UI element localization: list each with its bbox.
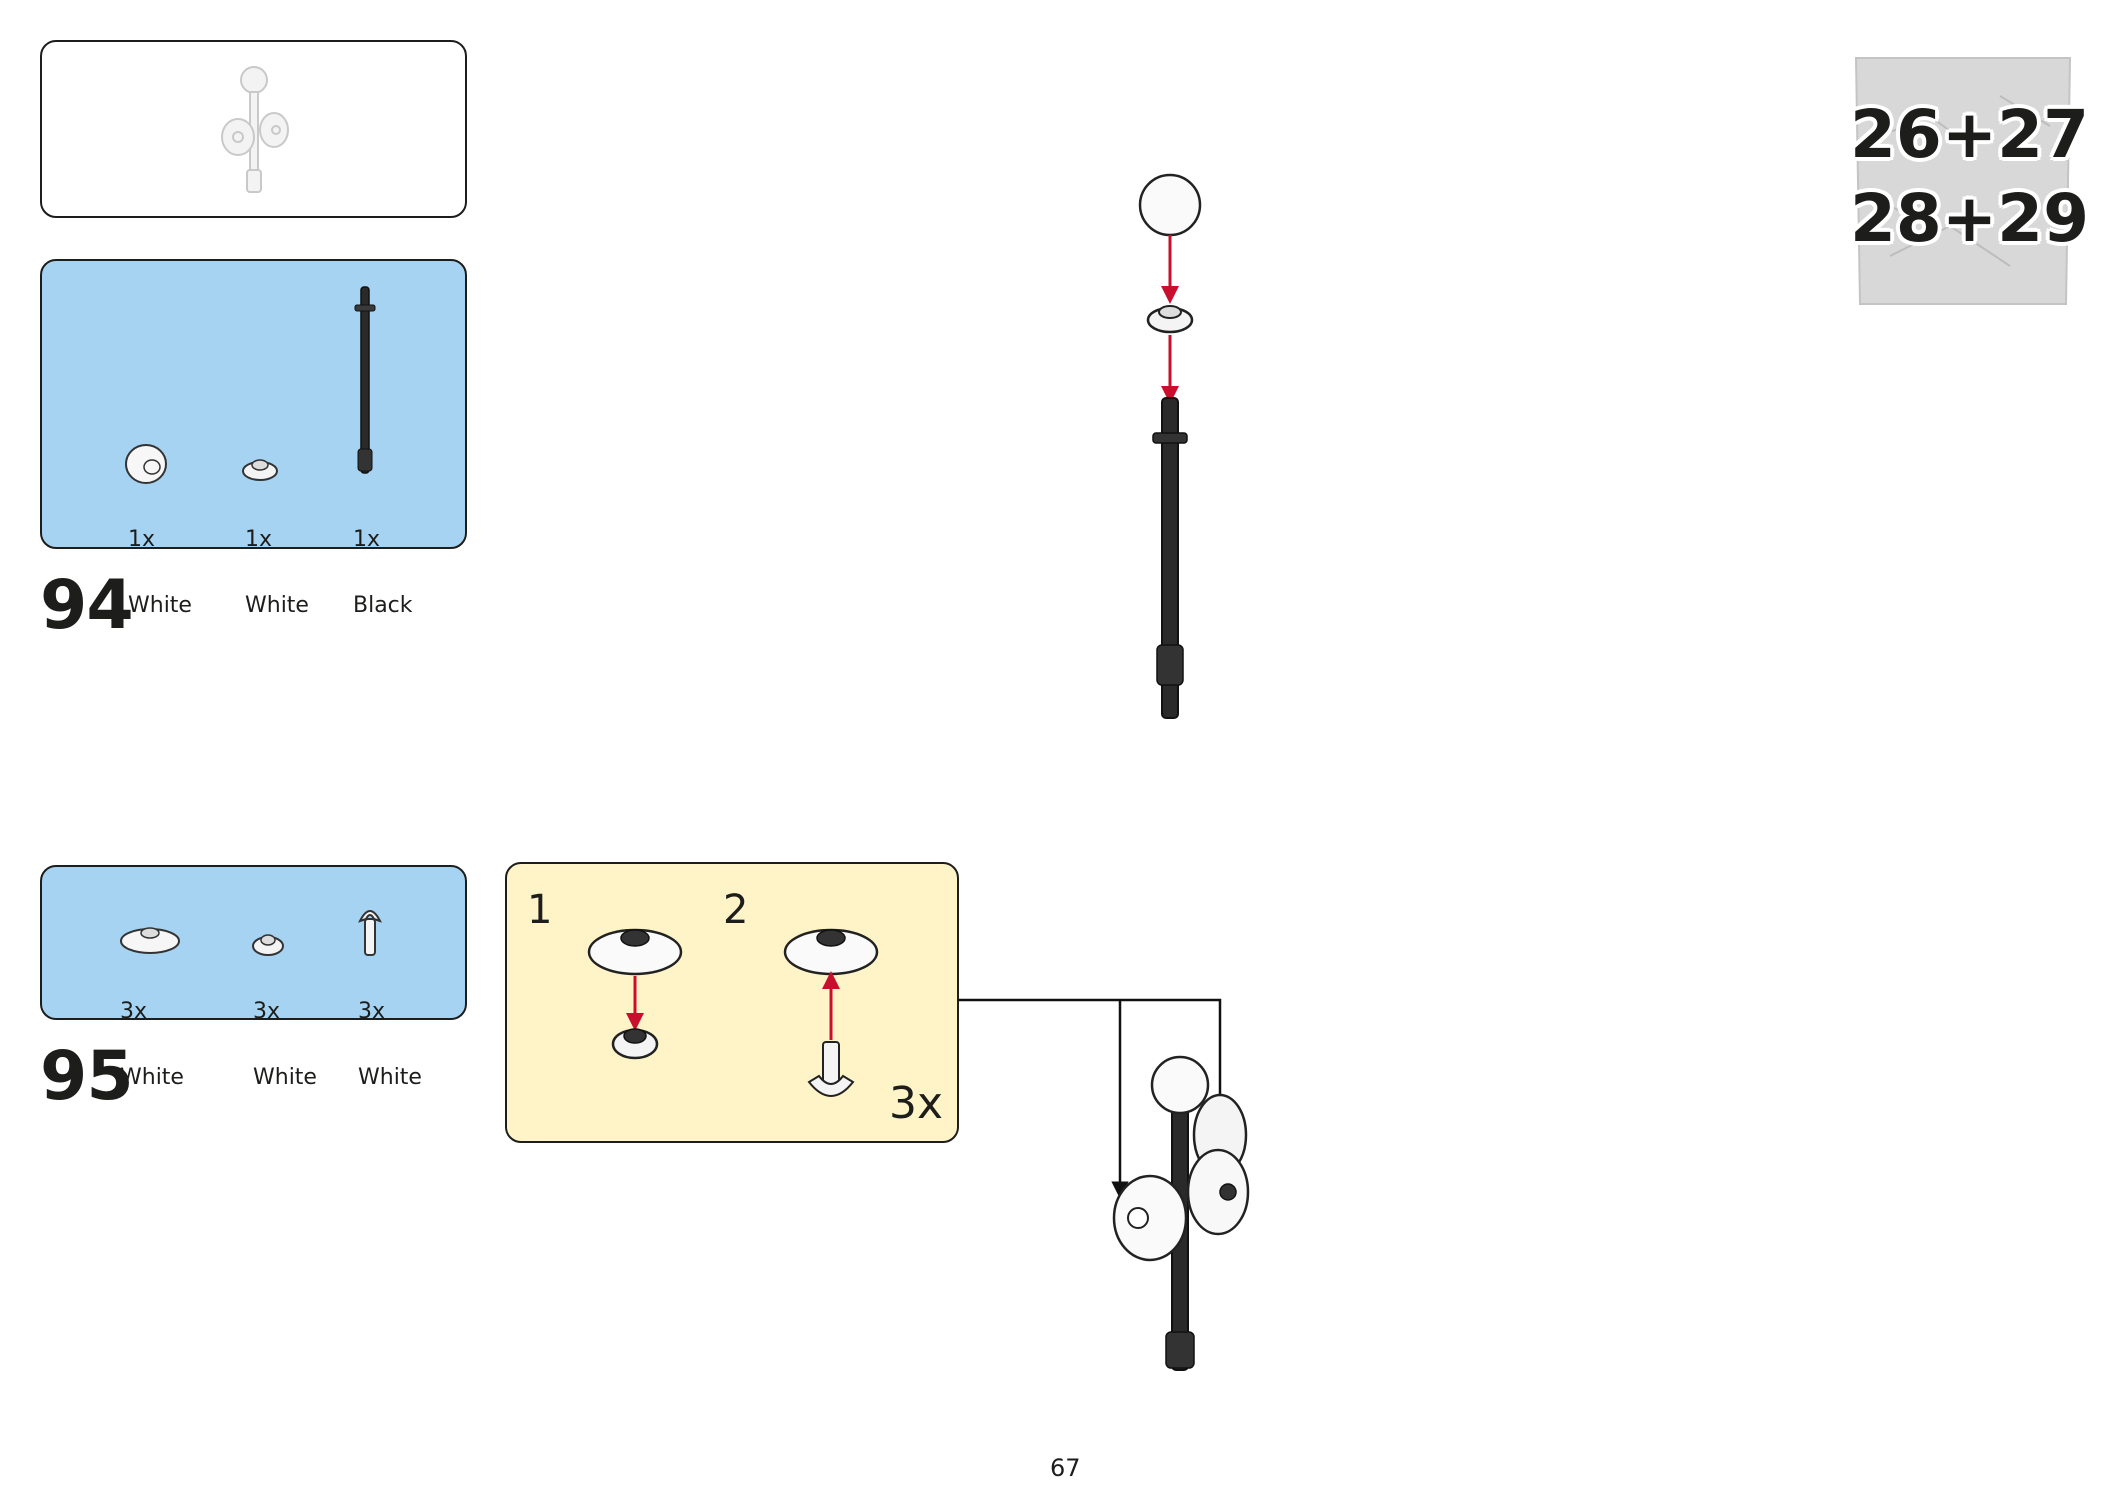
bag-shape-icon [1854,57,2072,305]
model-preview-box [40,40,467,218]
clip-icon [807,1041,855,1097]
part-label: 3x White [358,957,422,1133]
sub-step-2-diagram [783,928,879,1097]
part-qty: 3x [358,999,386,1024]
round-brick-icon [1138,173,1202,237]
step-95-parts-list: 3x White 3x White 3x White [40,865,467,1089]
part-color: White [128,593,192,618]
dish-icon [1186,1148,1250,1236]
round-brick-icon [125,444,167,484]
part-qty: 3x [120,999,148,1024]
step-94-assembly-diagram [1138,173,1202,719]
multiplier-label: 3x [889,1078,944,1129]
dish-icon [1112,1174,1188,1262]
round-plate-icon [252,934,284,956]
part-qty: 1x [245,527,273,552]
step-94-parts-list: 1x White 1x White 1x Black [40,259,467,617]
dish-icon [120,927,180,954]
part-color: Black [353,593,413,618]
part-qty: 1x [353,527,381,552]
step-number: 94 [40,566,134,645]
bag-icon: 26+27 28+29 [1850,56,2089,308]
part-label: 1x White [245,485,309,661]
part-color: White [253,1065,317,1090]
bag-number-line-1: 26+27 [1850,96,2089,173]
sub-step-number: 2 [723,887,749,933]
part-label: 3x White [253,957,317,1133]
part-qty: 3x [253,999,281,1024]
part-color: White [358,1065,422,1090]
part-color: White [245,593,309,618]
clip-icon [358,910,382,956]
step-number: 95 [40,1037,134,1116]
bag-number-line-2: 28+29 [1850,180,2089,257]
step-95-sub-step-box: 1 2 3x [505,862,959,1143]
page-number: 67 [1050,1454,1081,1482]
sub-step-1-diagram [587,928,683,1060]
step-95-assembly-diagram [1112,1055,1250,1371]
round-plate-icon [242,459,278,481]
round-brick-icon [1150,1055,1210,1115]
axle-rod-icon [1152,397,1188,719]
round-plate-icon [1146,305,1194,334]
part-label: 3x White [120,957,184,1133]
dish-icon [783,928,879,976]
part-label: 1x Black [353,485,413,661]
round-plate-icon [611,1028,659,1060]
part-label: 1x White [128,485,192,661]
sub-step-number: 1 [527,887,553,933]
part-qty: 1x [128,527,156,552]
part-color: White [120,1065,184,1090]
callout-connector [958,998,1229,1199]
dish-icon [587,928,683,976]
model-preview-icon [221,66,289,193]
axle-rod-icon [354,286,376,474]
